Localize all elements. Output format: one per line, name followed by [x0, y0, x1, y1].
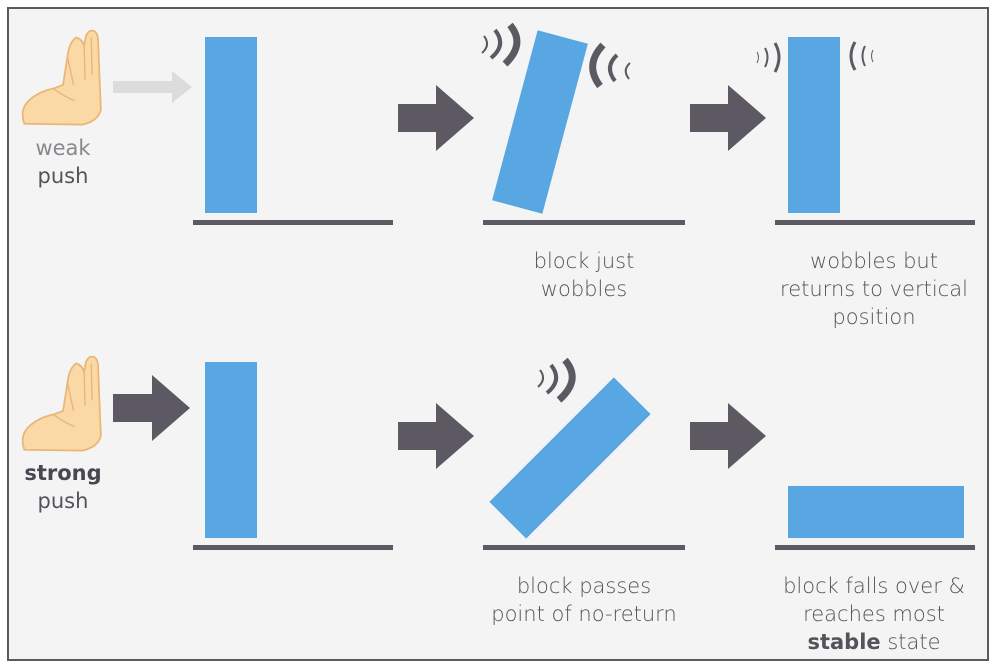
- strong-push-arrow-icon: [113, 375, 190, 441]
- strong-step2-wobble-icon: [537, 357, 576, 403]
- weak-step1-ground: [193, 220, 393, 225]
- weak-step2-caption-line1: block just: [533, 249, 635, 273]
- weak-step2-caption: block just wobbles: [484, 247, 684, 303]
- weak-step3-caption-line2: returns to vertical: [780, 277, 968, 301]
- weak-step3-block: [788, 37, 840, 213]
- weak-step3-wobble-right-icon: [849, 41, 874, 71]
- strong-step3-fallen-block: [788, 486, 964, 538]
- weak-step3-caption-line1: wobbles but: [810, 249, 938, 273]
- weak-step3-arrow-icon: [690, 85, 766, 151]
- strong-step1-block: [205, 362, 257, 538]
- strong-label-line1: strong: [24, 461, 102, 485]
- weak-step2-arrow-icon: [398, 85, 474, 151]
- weak-step2-wobble-right-icon: [589, 42, 631, 89]
- strong-step2-caption-line2: point of no-return: [491, 602, 677, 626]
- strong-step1-ground: [193, 545, 393, 550]
- weak-step2-tilted-block: [492, 30, 588, 214]
- strong-step2-tilted-block: [489, 377, 651, 539]
- weak-label-line1: weak: [35, 136, 91, 160]
- stable-bold-word: stable: [807, 630, 881, 654]
- strong-step2-caption: block passes point of no-return: [474, 572, 694, 628]
- weak-step2-ground: [483, 220, 685, 225]
- state-word: state: [880, 630, 941, 654]
- weak-push-arrow-icon: [113, 71, 192, 103]
- weak-step3-caption: wobbles but returns to vertical position: [764, 247, 984, 331]
- weak-step2-wobble-left-icon: [481, 22, 521, 67]
- strong-step2-ground: [483, 545, 685, 550]
- strong-step3-caption-line3: stable state: [764, 628, 984, 656]
- weak-step3-wobble-left-icon: [756, 42, 781, 73]
- weak-step1-block: [205, 37, 257, 213]
- strong-step3-caption-line2: reaches most: [803, 602, 945, 626]
- strong-step2-caption-line1: block passes: [516, 574, 652, 598]
- weak-step2-caption-line2: wobbles: [540, 277, 628, 301]
- weak-push-label: weak push: [18, 134, 108, 190]
- strong-push-hand-icon: [21, 355, 102, 452]
- strong-step3-caption: block falls over & reaches most stable s…: [764, 572, 984, 656]
- weak-label-line2: push: [37, 164, 89, 188]
- strong-step3-ground: [775, 545, 975, 550]
- weak-push-hand-icon: [21, 29, 102, 126]
- strong-label-line2: push: [37, 489, 89, 513]
- strong-step3-caption-line1: block falls over &: [783, 574, 965, 598]
- weak-step3-caption-line3: position: [832, 305, 916, 329]
- weak-step3-ground: [775, 220, 975, 225]
- strong-step2-arrow-icon: [398, 403, 474, 469]
- strong-push-label: strong push: [18, 459, 108, 515]
- strong-step3-arrow-icon: [690, 403, 766, 469]
